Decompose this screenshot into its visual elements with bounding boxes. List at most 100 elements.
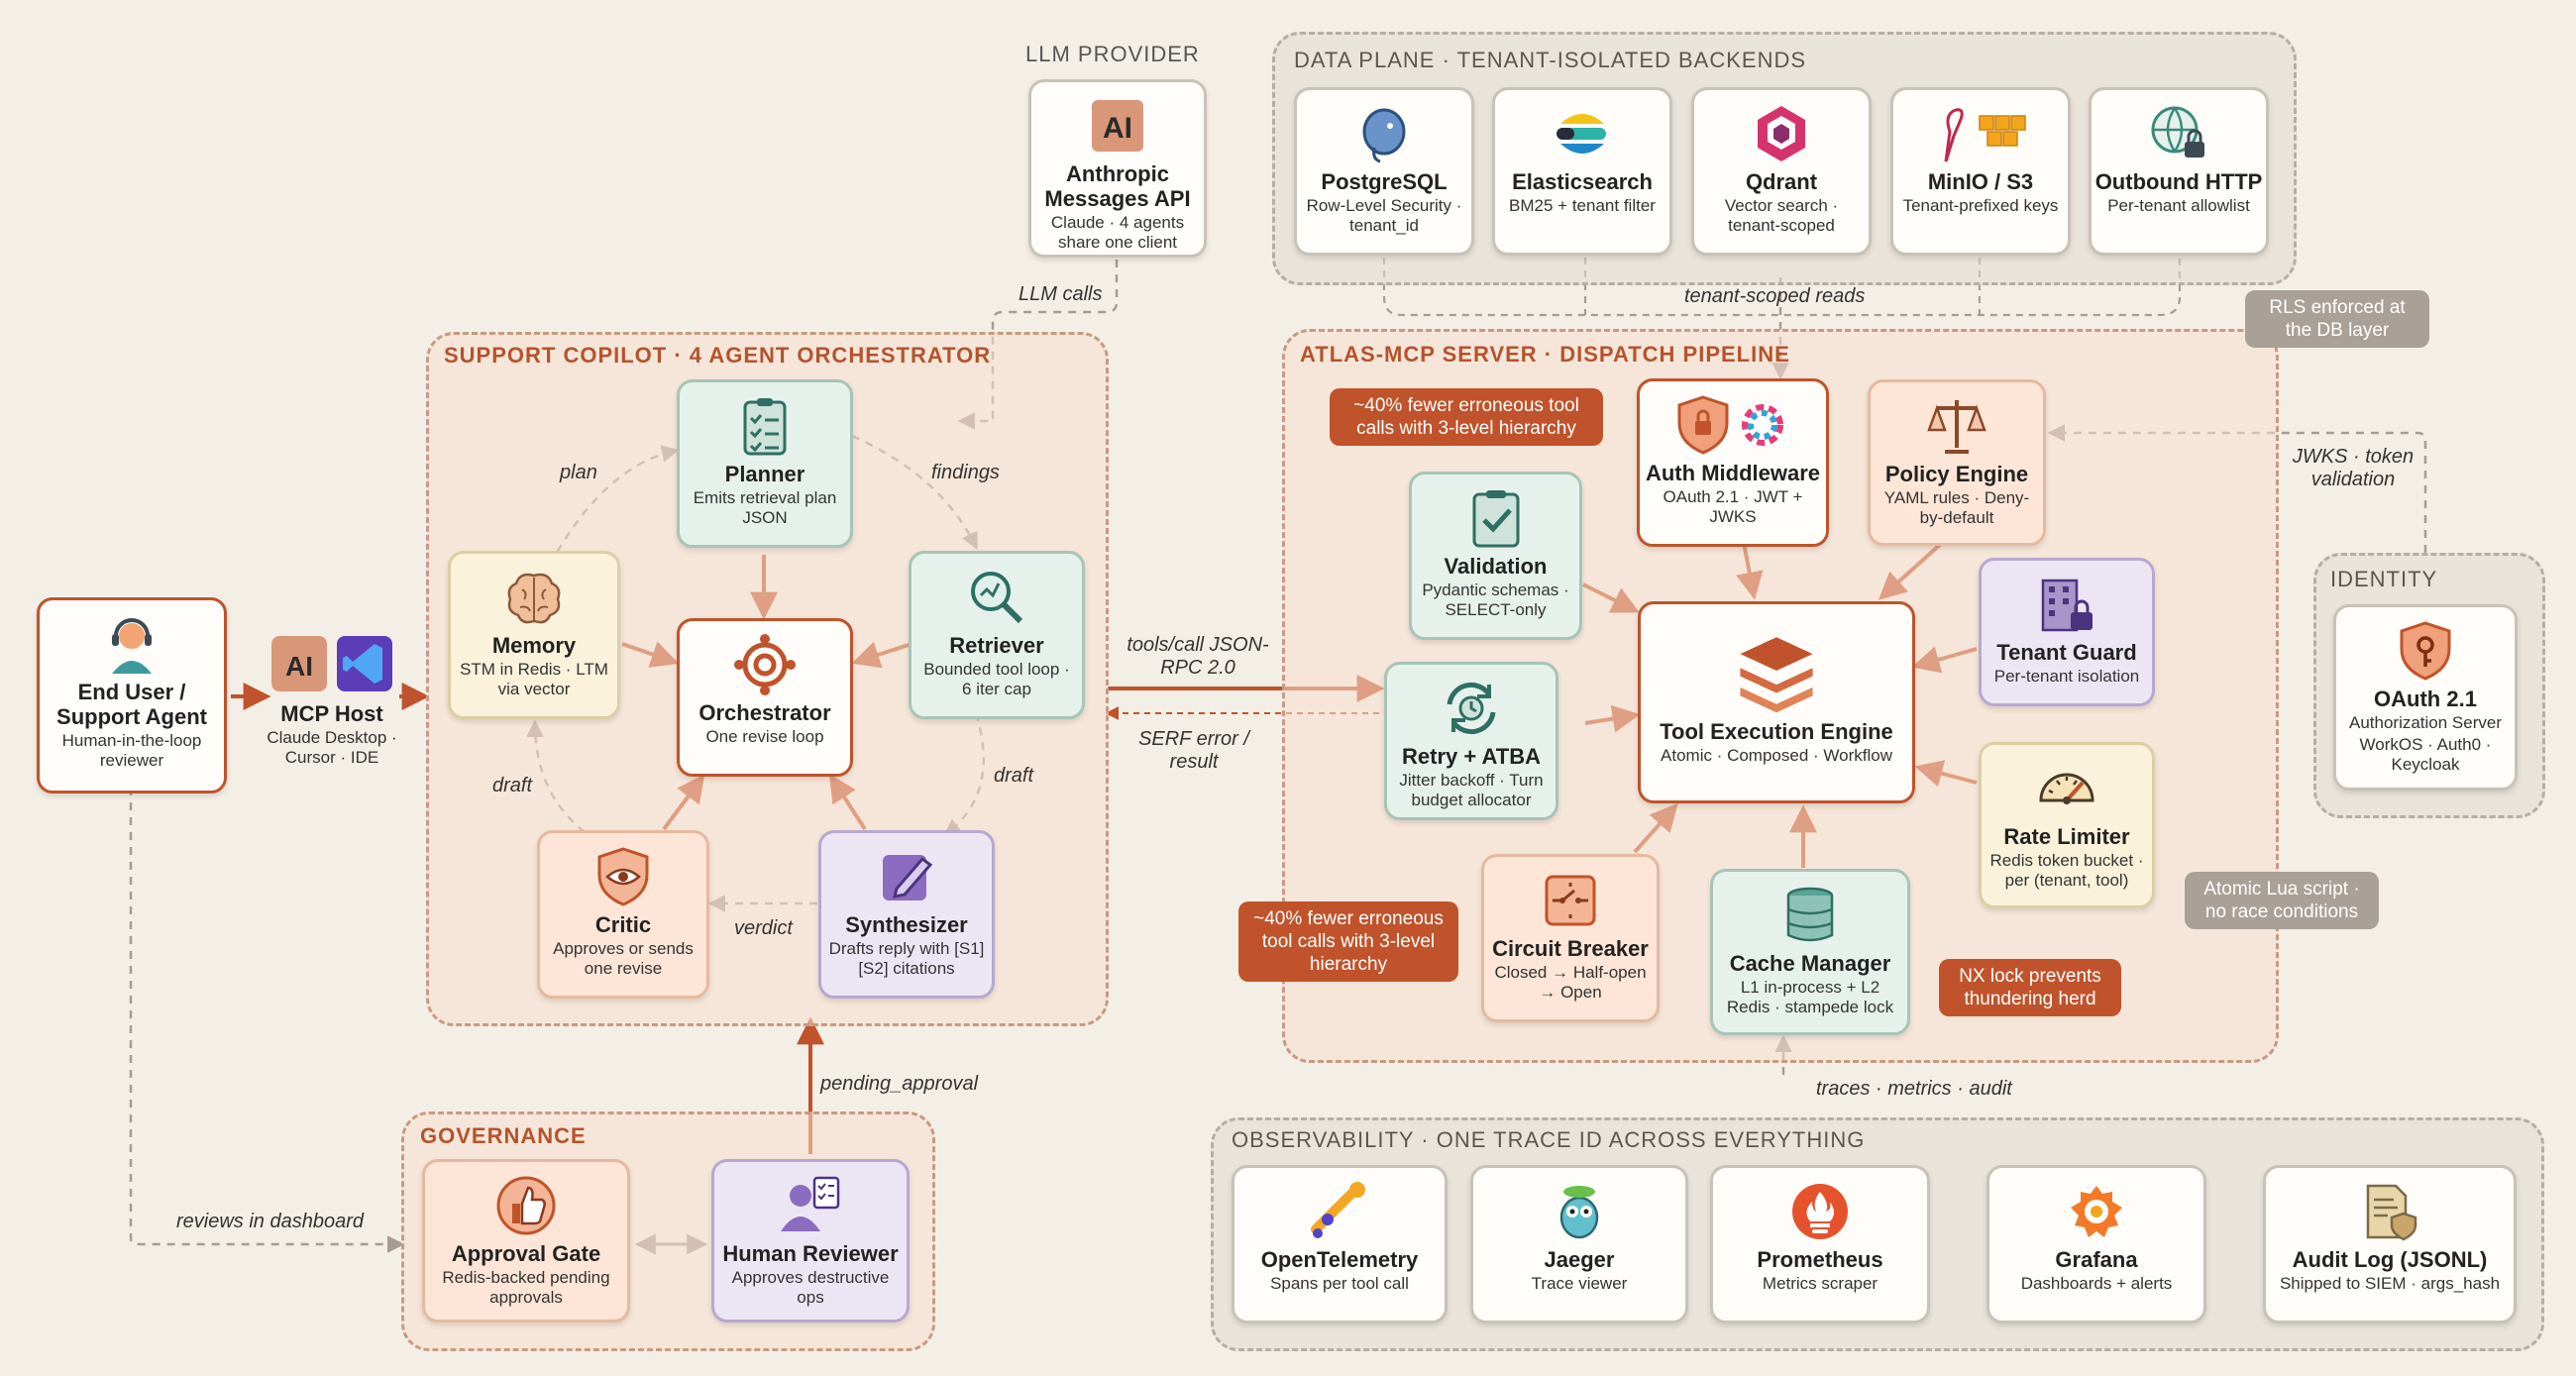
elasticsearch-subtitle: BM25 + tenant filter (1509, 196, 1656, 215)
opentelemetry-title: OpenTelemetry (1260, 1247, 1419, 1272)
engine-title: Tool Execution Engine (1660, 719, 1893, 744)
prometheus-flame-icon (1788, 1180, 1852, 1243)
anthropic-logo-icon: AI (1086, 94, 1149, 158)
draft-right-label: draft (994, 765, 1034, 787)
end-user-subtitle: Human-in-the-loop reviewer (61, 731, 202, 770)
orchestrator-title: Orchestrator (698, 700, 831, 725)
minio-title: MinIO / S3 (1927, 169, 2034, 194)
retry-atba-node[interactable]: Retry + ATBA Jitter backoff · Turn budge… (1384, 662, 1558, 820)
qdrant-node[interactable]: Qdrant Vector search · tenant-scoped (1691, 87, 1872, 256)
oauth-subtitle-providers: WorkOS · Auth0 · Keycloak (2359, 735, 2492, 774)
anthropic-api-node[interactable]: AI Anthropic Messages API Claude · 4 age… (1028, 79, 1207, 258)
tool-execution-engine-node[interactable]: Tool Execution Engine Atomic · Composed … (1638, 601, 1915, 803)
jaeger-gopher-icon (1548, 1180, 1611, 1243)
rate-limiter-node[interactable]: Rate Limiter Redis token bucket · per (t… (1979, 742, 2155, 908)
plan-label: plan (560, 462, 597, 483)
minio-subtitle: Tenant-prefixed keys (1902, 196, 2059, 215)
circuit-breaker-title: Circuit Breaker (1492, 936, 1649, 961)
magnifier-chart-icon (965, 566, 1028, 629)
planner-title: Planner (724, 462, 805, 486)
auth-middleware-node[interactable]: Auth Middleware OAuth 2.1 · JWT + JWKS (1637, 378, 1829, 547)
database-icon (1778, 884, 1842, 947)
hierarchy-callout-top: ~40% fewer erroneous tool calls with 3-l… (1330, 388, 1603, 446)
audit-log-node[interactable]: Audit Log (JSONL) Shipped to SIEM · args… (2263, 1165, 2517, 1323)
elasticsearch-icon (1551, 102, 1614, 165)
verdict-label: verdict (734, 917, 793, 939)
retriever-node[interactable]: Retriever Bounded tool loop · 6 iter cap (909, 551, 1085, 719)
postgresql-title: PostgreSQL (1321, 169, 1448, 194)
elasticsearch-node[interactable]: Elasticsearch BM25 + tenant filter (1492, 87, 1672, 256)
tools-call-label: tools/call JSON-RPC 2.0 (1127, 634, 1269, 679)
validation-node[interactable]: Validation Pydantic schemas · SELECT-onl… (1409, 472, 1582, 640)
retry-title: Retry + ATBA (1402, 744, 1541, 769)
synthesizer-node[interactable]: Synthesizer Drafts reply with [S1][S2] c… (818, 830, 995, 999)
grafana-subtitle: Dashboards + alerts (2020, 1274, 2173, 1293)
eye-shield-icon (591, 845, 655, 908)
pending-approval-label: pending_approval (820, 1073, 979, 1095)
policy-engine-node[interactable]: Policy Engine YAML rules · Deny-by-defau… (1868, 379, 2046, 546)
prometheus-title: Prometheus (1757, 1247, 1883, 1272)
lua-callout: Atomic Lua script · no race conditions (2185, 872, 2379, 929)
cache-manager-subtitle: L1 in-process + L2 Redis · stampede lock (1726, 978, 1894, 1016)
findings-label: findings (931, 462, 1000, 483)
document-shield-icon (2358, 1180, 2421, 1243)
retriever-subtitle: Bounded tool loop · 6 iter cap (923, 660, 1070, 698)
postgresql-elephant-icon (1352, 102, 1416, 165)
anthropic-logo-icon: AI (271, 636, 327, 691)
shield-key-icon (2394, 619, 2457, 683)
atlas-server-label: ATLAS-MCP SERVER · DISPATCH PIPELINE (1300, 342, 1790, 367)
circuit-breaker-node[interactable]: Circuit Breaker Closed → Half-open → Ope… (1481, 854, 1660, 1022)
qdrant-title: Qdrant (1745, 169, 1818, 194)
mcp-host-subtitle: Claude Desktop · Cursor · IDE (267, 728, 397, 767)
mcp-host-node[interactable]: AI MCP Host Claude Desktop · Cursor · ID… (260, 634, 404, 783)
planner-subtitle: Emits retrieval plan JSON (693, 488, 837, 527)
qdrant-icon (1750, 102, 1813, 165)
opentelemetry-subtitle: Spans per tool call (1270, 1274, 1409, 1293)
approval-gate-subtitle: Redis-backed pending approvals (442, 1268, 610, 1307)
human-reviewer-node[interactable]: Human Reviewer Approves destructive ops (711, 1159, 910, 1323)
memory-subtitle: STM in Redis · LTM via vector (460, 660, 608, 698)
elasticsearch-title: Elasticsearch (1512, 169, 1653, 194)
orchestrator-target-icon (733, 633, 797, 696)
oauth-subtitle: Authorization Server (2348, 713, 2503, 732)
mcp-host-icons: AI (260, 634, 404, 693)
reviews-dashboard-label: reviews in dashboard (176, 1211, 364, 1232)
prometheus-node[interactable]: Prometheus Metrics scraper (1710, 1165, 1930, 1323)
policy-subtitle: YAML rules · Deny-by-default (1883, 488, 2030, 527)
cache-manager-node[interactable]: Cache Manager L1 in-process + L2 Redis ·… (1710, 869, 1910, 1035)
tenant-guard-node[interactable]: Tenant Guard Per-tenant isolation (1979, 558, 2155, 706)
anthropic-api-subtitle: Claude · 4 agents share one client (1050, 213, 1185, 252)
opentelemetry-node[interactable]: OpenTelemetry Spans per tool call (1232, 1165, 1448, 1323)
postgresql-node[interactable]: PostgreSQL Row-Level Security · tenant_i… (1294, 87, 1474, 256)
end-user-node[interactable]: End User / Support Agent Human-in-the-lo… (37, 597, 227, 794)
qdrant-subtitle: Vector search · tenant-scoped (1724, 196, 1839, 235)
circuit-switch-icon (1539, 869, 1602, 932)
draft-left-label: draft (492, 775, 533, 796)
end-user-title: End User / Support Agent (56, 680, 207, 729)
approval-gate-node[interactable]: Approval Gate Redis-backed pending appro… (422, 1159, 630, 1323)
governance-label: GOVERNANCE (420, 1123, 587, 1148)
grafana-title: Grafana (2055, 1247, 2138, 1272)
auth-subtitle: OAuth 2.1 · JWT + JWKS (1663, 487, 1803, 526)
outbound-http-node[interactable]: Outbound HTTP Per-tenant allowlist (2089, 87, 2269, 256)
grafana-node[interactable]: Grafana Dashboards + alerts (1986, 1165, 2206, 1323)
memory-node[interactable]: Memory STM in Redis · LTM via vector (448, 551, 620, 719)
critic-title: Critic (594, 912, 652, 937)
approval-gate-title: Approval Gate (451, 1241, 601, 1266)
jaeger-node[interactable]: Jaeger Trace viewer (1470, 1165, 1688, 1323)
layers-stack-icon (1732, 626, 1821, 715)
outbound-http-subtitle: Per-tenant allowlist (2107, 196, 2250, 215)
synthesizer-subtitle: Drafts reply with [S1][S2] citations (828, 939, 985, 978)
nx-lock-callout: NX lock prevents thundering herd (1939, 959, 2121, 1016)
jaeger-subtitle: Trace viewer (1531, 1274, 1628, 1293)
brain-icon (502, 566, 566, 629)
jaeger-title: Jaeger (1544, 1247, 1615, 1272)
minio-node[interactable]: MinIO / S3 Tenant-prefixed keys (1890, 87, 2071, 256)
planner-node[interactable]: Planner Emits retrieval plan JSON (677, 379, 853, 548)
anthropic-api-title: Anthropic Messages API (1044, 161, 1191, 211)
orchestrator-node[interactable]: Orchestrator One revise loop (677, 618, 853, 777)
oauth-server-node[interactable]: OAuth 2.1 Authorization Server WorkOS · … (2333, 604, 2518, 791)
critic-node[interactable]: Critic Approves or sends one revise (537, 830, 709, 999)
critic-subtitle: Approves or sends one revise (553, 939, 694, 978)
llm-calls-label: LLM calls (1019, 283, 1103, 305)
